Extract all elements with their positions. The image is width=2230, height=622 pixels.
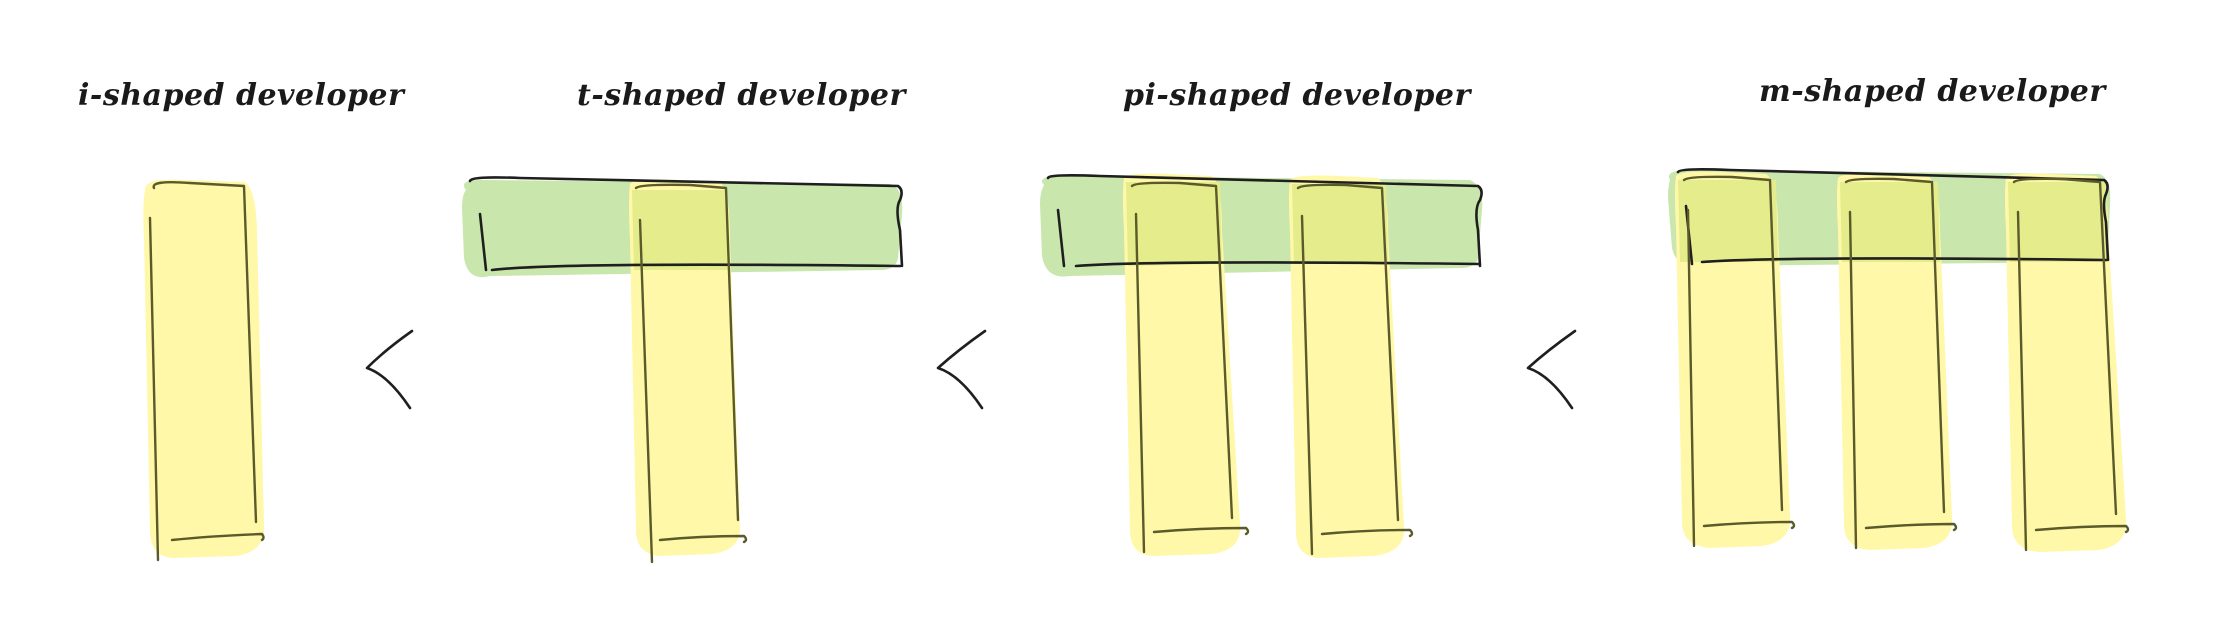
m-depth-2-outline bbox=[1844, 177, 1958, 550]
pi-depth-2-outline bbox=[1296, 183, 1414, 556]
overlap-2-fill bbox=[1840, 182, 1940, 262]
overlap-1-fill bbox=[1126, 182, 1222, 266]
depth-bar-1-fill bbox=[1675, 171, 1791, 548]
title-i-shaped: i-shaped developer bbox=[78, 78, 406, 113]
depth-bar-2-fill bbox=[1837, 173, 1953, 550]
depth-bar-1-fill bbox=[1123, 173, 1241, 556]
t-shape-figure bbox=[462, 176, 904, 564]
depth-bar-3-fill bbox=[2005, 173, 2127, 552]
pi-shape-outline bbox=[1046, 174, 1483, 268]
less-than-symbol-2 bbox=[936, 329, 987, 410]
less-than-symbol-1 bbox=[365, 329, 414, 410]
title-pi-shaped: pi-shaped developer bbox=[1123, 78, 1473, 113]
t-shape-outline bbox=[468, 176, 904, 272]
overlap-2-fill bbox=[1292, 184, 1388, 264]
overlap-3-fill bbox=[2008, 182, 2108, 262]
pi-shape-figure bbox=[1040, 173, 1483, 558]
depth-bar-2-fill bbox=[1289, 175, 1405, 558]
m-depth-3-outline bbox=[2012, 177, 2130, 552]
title-t-shaped: t-shaped developer bbox=[577, 78, 907, 113]
pi-depth-1-outline bbox=[1130, 181, 1250, 554]
m-shape-figure bbox=[1668, 168, 2130, 552]
less-than-symbol-3 bbox=[1526, 329, 1577, 410]
title-m-shaped: m-shaped developer bbox=[1759, 74, 2107, 109]
t-depth-outline bbox=[634, 183, 748, 564]
depth-bar-outline bbox=[148, 180, 265, 562]
i-shape-figure bbox=[143, 179, 265, 562]
depth-bar-fill bbox=[143, 179, 265, 558]
depth-bar-fill bbox=[629, 179, 741, 556]
m-depth-1-outline bbox=[1682, 175, 1796, 548]
overlap-1-fill bbox=[1678, 180, 1778, 262]
overlap-fill bbox=[632, 190, 728, 270]
